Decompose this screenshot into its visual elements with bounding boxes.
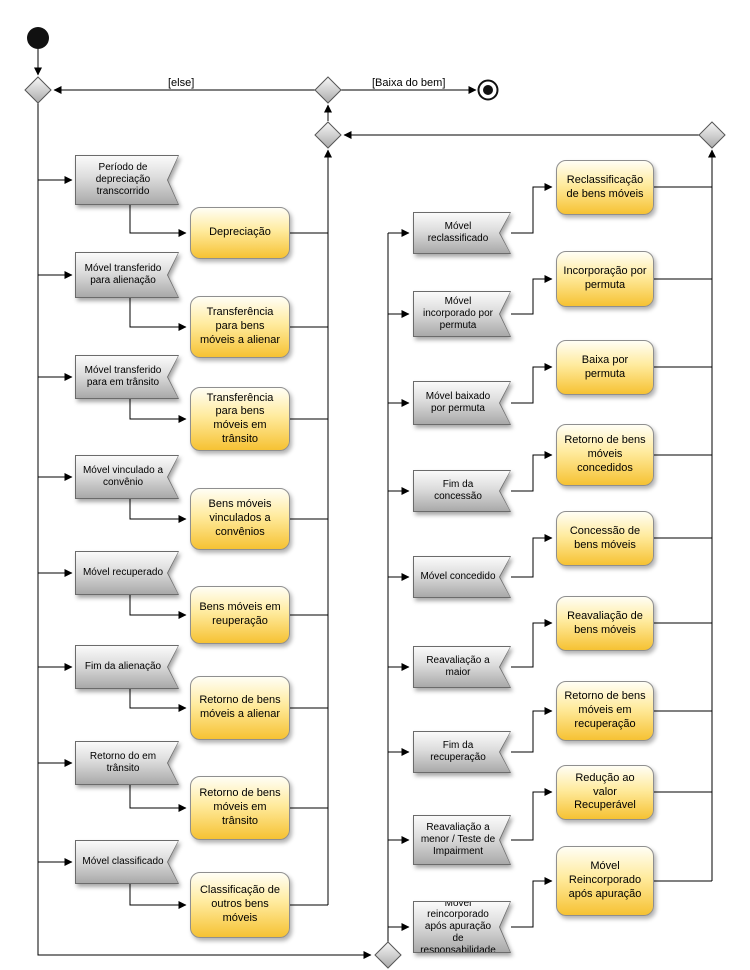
signal-label: Fim da concessão	[414, 471, 510, 511]
signal-label: Móvel classificado	[76, 841, 178, 883]
action-transferencia-transito: Transferência para bens móveis em trânsi…	[190, 387, 290, 451]
signal-label: Móvel concedido	[414, 557, 510, 597]
signal-fim-recuperacao: Fim da recuperação	[413, 731, 511, 773]
signal-fim-concessao: Fim da concessão	[413, 470, 511, 512]
signal-label: Reavaliação a maior	[414, 647, 510, 687]
action-label: Retorno de bens móveis a alienar	[199, 694, 281, 720]
action-baixa-permuta: Baixa por permuta	[556, 340, 654, 395]
action-reincorporado-apuracao: Móvel Reincorporado após apuração	[556, 846, 654, 916]
signal-periodo-depreciacao: Período de depreciação transcorrido	[75, 155, 179, 205]
signal-recuperado: Móvel recuperado	[75, 551, 179, 595]
signal-label: Móvel transferido para alienação	[76, 253, 178, 297]
signal-label: Móvel incorporado por permuta	[414, 292, 510, 336]
action-bens-em-reuperacao: Bens móveis em reuperação	[190, 586, 290, 644]
action-reavaliacao: Reavaliação de bens móveis	[556, 596, 654, 651]
action-classificacao-outros: Classificação de outros bens móveis	[190, 872, 290, 938]
action-label: Retorno de bens móveis em recuperação	[564, 690, 646, 730]
signal-transferido-transito: Móvel transferido para em trânsito	[75, 355, 179, 399]
final-node-dot	[483, 85, 493, 95]
signal-reclassificado: Móvel reclassificado	[413, 212, 511, 254]
signal-label: Móvel reclassificado	[414, 213, 510, 253]
action-reducao-valor-recuperavel: Redução ao valor Recuperável	[556, 765, 654, 820]
signal-classificado: Móvel classificado	[75, 840, 179, 884]
action-depreciacao: Depreciação	[190, 207, 290, 259]
signal-label: Móvel reincorporado após apuração de res…	[414, 902, 510, 952]
merge-node-center	[314, 121, 342, 149]
signal-reavaliacao-menor-impairment: Reavaliação a menor / Teste de Impairmen…	[413, 815, 511, 865]
signal-reincorporado-responsabilidade: Móvel reincorporado após apuração de res…	[413, 901, 511, 953]
signal-label: Período de depreciação transcorrido	[76, 156, 178, 204]
signal-reavaliacao-maior: Reavaliação a maior	[413, 646, 511, 688]
action-retorno-alienar: Retorno de bens móveis a alienar	[190, 676, 290, 740]
action-label: Classificação de outros bens móveis	[199, 884, 281, 924]
action-label: Redução ao valor Recuperável	[574, 771, 636, 812]
action-label: Concessão de bens móveis	[569, 524, 641, 551]
signal-label: Móvel vinculado a convênio	[76, 456, 178, 498]
action-label: Transferência para bens móveis a alienar	[199, 306, 281, 346]
initial-node	[27, 27, 49, 49]
action-retorno-concedidos: Retorno de bens móveis concedidos	[556, 424, 654, 486]
signal-label: Móvel recuperado	[76, 552, 178, 594]
edges	[34, 49, 716, 959]
action-concessao: Concessão de bens móveis	[556, 511, 654, 566]
signal-concedido: Móvel concedido	[413, 556, 511, 598]
action-transferencia-alienar: Transferência para bens móveis a alienar	[190, 296, 290, 358]
action-vinculados-convenios: Bens móveis vinculados a convênios	[190, 488, 290, 550]
decision-node-baixa	[314, 76, 342, 104]
action-label: Móvel Reincorporado após apuração	[568, 860, 642, 900]
signal-label: Móvel transferido para em trânsito	[76, 356, 178, 398]
action-incorporacao-permuta: Incorporação por permuta	[556, 251, 654, 307]
merge-node-bottom	[374, 941, 402, 969]
action-label: Retorno de bens móveis concedidos	[564, 434, 646, 474]
action-retorno-recuperacao: Retorno de bens móveis em recuperação	[556, 681, 654, 741]
action-label: Depreciação	[209, 226, 271, 239]
action-label: Baixa por permuta	[581, 353, 629, 380]
action-label: Reavaliação de bens móveis	[567, 609, 643, 636]
edge-label-else: [else]	[168, 77, 195, 89]
signal-incorporado-permuta: Móvel incorporado por permuta	[413, 291, 511, 337]
action-label: Transferência para bens móveis em trânsi…	[206, 391, 274, 445]
signal-label: Fim da recuperação	[414, 732, 510, 772]
action-label: Bens móveis vinculados a convênios	[208, 498, 272, 538]
action-retorno-transito: Retorno de bens móveis em trânsito	[190, 776, 290, 840]
signal-baixado-permuta: Móvel baixado por permuta	[413, 381, 511, 425]
action-label: Bens móveis em reuperação	[199, 601, 281, 627]
signal-retorno-em-transito: Retorno do em trânsito	[75, 741, 179, 785]
action-label: Incorporação por permuta	[563, 265, 647, 291]
signal-fim-alienacao: Fim da alienação	[75, 645, 179, 689]
action-reclassificacao: Reclassificação de bens móveis	[556, 160, 654, 215]
signal-label: Móvel baixado por permuta	[414, 382, 510, 424]
action-label: Reclassificação de bens móveis	[566, 173, 644, 200]
signal-label: Reavaliação a menor / Teste de Impairmen…	[414, 816, 510, 864]
action-label: Retorno de bens móveis em trânsito	[199, 787, 281, 827]
signal-vinculado-convenio: Móvel vinculado a convênio	[75, 455, 179, 499]
signal-label: Fim da alienação	[76, 646, 178, 688]
signal-transferido-alienacao: Móvel transferido para alienação	[75, 252, 179, 298]
edge-label-baixa-do-bem: [Baixa do bem]	[372, 77, 446, 89]
signal-label: Retorno do em trânsito	[76, 742, 178, 784]
decision-node-top-left	[24, 76, 52, 104]
merge-node-right	[698, 121, 726, 149]
